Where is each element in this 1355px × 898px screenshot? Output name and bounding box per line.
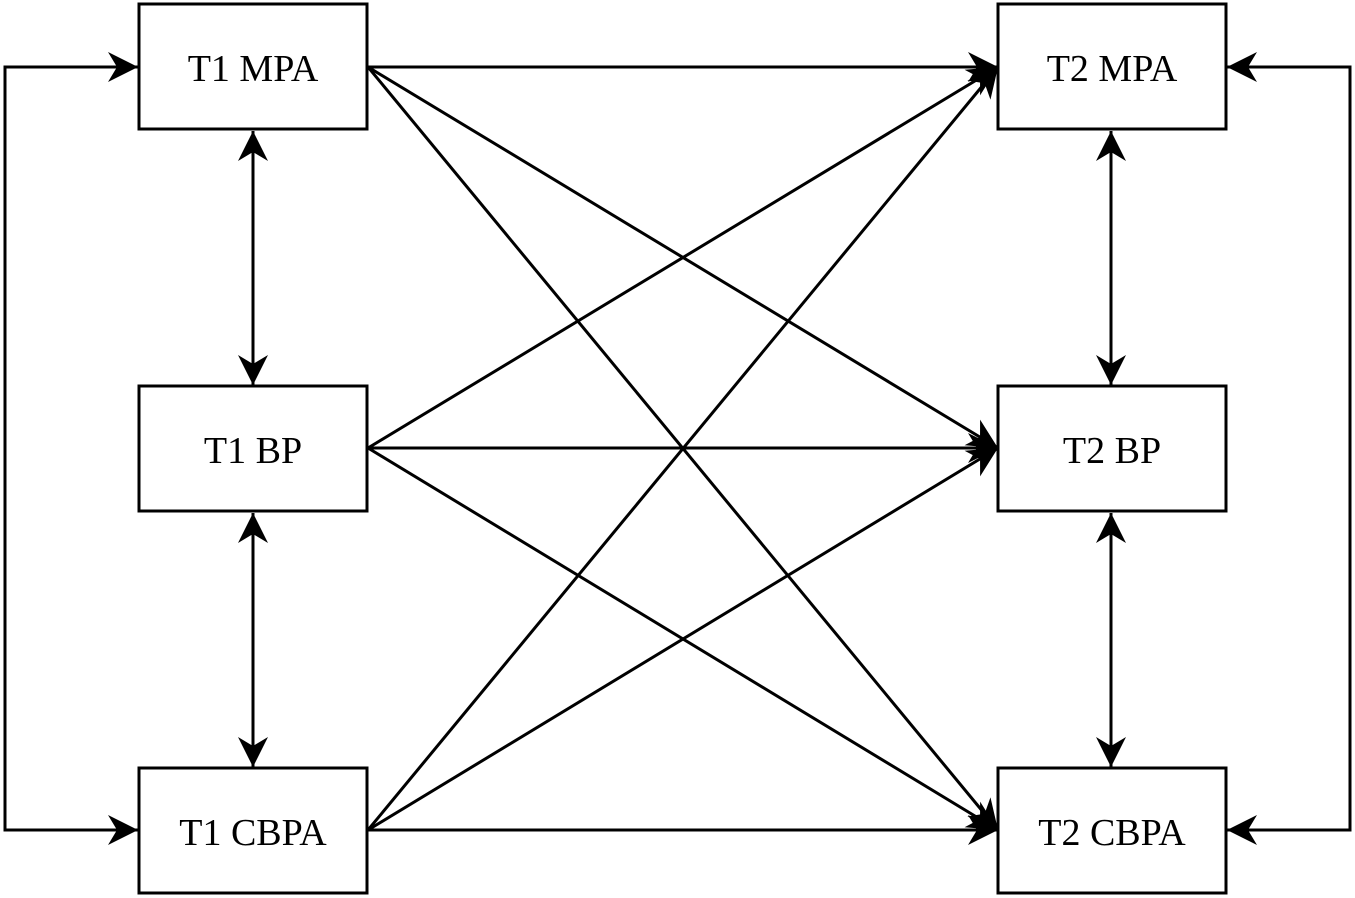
node-t1-cbpa: T1 CBPA xyxy=(137,766,369,895)
cross-lagged-paths xyxy=(366,52,1000,845)
node-t2-bp: T2 BP xyxy=(996,384,1228,513)
node-label: T1 CBPA xyxy=(179,812,327,854)
node-label: T2 MPA xyxy=(1047,48,1178,90)
node-t2-cbpa: T2 CBPA xyxy=(996,766,1228,895)
node-t1-bp: T1 BP xyxy=(137,384,369,513)
node-box xyxy=(137,384,369,513)
path-t1bp-t2mpa xyxy=(367,65,999,450)
node-box xyxy=(137,2,369,131)
cov-t1mpa-t1cbpa xyxy=(3,52,138,845)
node-t2-mpa: T2 MPA xyxy=(996,2,1228,131)
t2-covariances xyxy=(1096,52,1352,845)
node-label: T1 MPA xyxy=(188,48,319,90)
node-box xyxy=(996,2,1228,131)
path-t1cbpa-t2bp xyxy=(367,446,999,832)
cov-t2mpa-t2cbpa xyxy=(1227,52,1352,845)
node-label: T2 BP xyxy=(1063,430,1161,472)
t1-covariances xyxy=(3,52,268,845)
path-t1cbpa-t2mpa xyxy=(366,66,1000,831)
node-label: T2 CBPA xyxy=(1038,812,1186,854)
node-box xyxy=(137,766,369,895)
node-box xyxy=(996,384,1228,513)
node-t1-mpa: T1 MPA xyxy=(137,2,369,131)
node-label: T1 BP xyxy=(204,430,302,472)
node-box xyxy=(996,766,1228,895)
